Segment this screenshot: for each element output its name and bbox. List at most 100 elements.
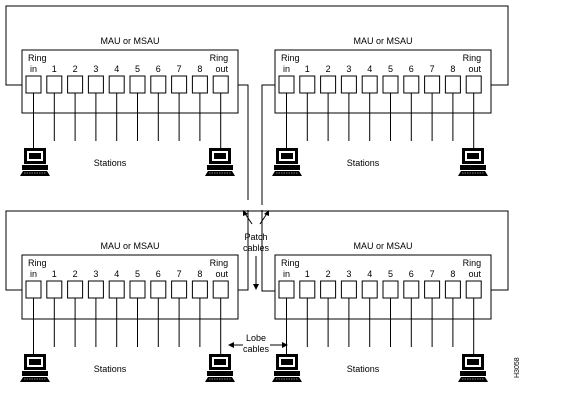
ring-out-port: [465, 75, 482, 94]
station-right-icon: [458, 148, 488, 176]
station-left-icon: [20, 354, 50, 382]
ring-in-label-bottom: in: [283, 64, 290, 74]
station-left-icon: [20, 148, 50, 176]
ring-out-port: [212, 280, 229, 299]
port-1: [46, 280, 63, 299]
screen-content-icon: [214, 359, 226, 365]
ring-in-label-bottom: in: [283, 269, 290, 279]
port-8: [444, 280, 461, 299]
ring-in-port: [278, 280, 295, 299]
port-2: [67, 280, 84, 299]
ring-out-label-top: Ring: [210, 258, 229, 268]
port-1: [299, 280, 316, 299]
port-5: [382, 280, 399, 299]
port-number-4: 4: [114, 64, 119, 74]
port-5: [382, 75, 399, 94]
ring-out-label-top: Ring: [463, 258, 482, 268]
keyboard-icon: [458, 377, 488, 382]
keyboard-icon: [205, 377, 235, 382]
port-1: [299, 75, 316, 94]
lobe-arrowhead-right: [282, 342, 288, 348]
port-5: [129, 280, 146, 299]
keyboard-icon: [205, 171, 235, 176]
port-number-1: 1: [52, 64, 57, 74]
stations-label: Stations: [94, 364, 127, 374]
port-number-6: 6: [409, 64, 414, 74]
port-3: [87, 75, 104, 94]
ring-out-label-top: Ring: [210, 53, 229, 63]
lobe-cables-callout: Lobe cables: [228, 333, 288, 354]
patch-cables-line1: Patch: [244, 232, 267, 242]
base-unit-icon: [207, 165, 233, 170]
port-number-7: 7: [177, 64, 182, 74]
base-unit-icon: [460, 165, 486, 170]
ring-out-label-bottom: out: [215, 269, 228, 279]
port-8: [444, 75, 461, 94]
port-3: [340, 75, 357, 94]
port-number-2: 2: [326, 269, 331, 279]
base-unit-icon: [22, 165, 48, 170]
port-number-3: 3: [93, 269, 98, 279]
lobe-arrowhead-left: [228, 342, 234, 348]
screen-content-icon: [214, 153, 226, 159]
patch-cables-callout: Patch cables: [243, 210, 270, 290]
port-number-2: 2: [326, 64, 331, 74]
mau-title: MAU or MSAU: [353, 36, 412, 46]
stations-label: Stations: [94, 158, 127, 168]
port-2: [67, 75, 84, 94]
port-number-8: 8: [197, 269, 202, 279]
port-number-2: 2: [73, 64, 78, 74]
ring-out-label-bottom: out: [215, 64, 228, 74]
port-number-8: 8: [197, 64, 202, 74]
figure-id: H3058: [514, 357, 521, 378]
port-4: [361, 280, 378, 299]
patch-cables-line2: cables: [243, 243, 270, 253]
lobe-cables-line1: Lobe: [246, 333, 266, 343]
ring-out-label-bottom: out: [468, 64, 481, 74]
screen-content-icon: [467, 153, 479, 159]
station-right-icon: [458, 354, 488, 382]
port-3: [340, 280, 357, 299]
port-4: [361, 75, 378, 94]
port-number-2: 2: [73, 269, 78, 279]
base-unit-icon: [274, 371, 300, 376]
port-number-1: 1: [305, 269, 310, 279]
lobe-cables-line2: cables: [243, 344, 270, 354]
port-number-6: 6: [156, 269, 161, 279]
stations-label: Stations: [347, 364, 380, 374]
port-6: [150, 280, 167, 299]
port-7: [424, 280, 441, 299]
port-8: [191, 75, 208, 94]
port-number-3: 3: [346, 64, 351, 74]
port-number-4: 4: [367, 269, 372, 279]
port-7: [171, 280, 188, 299]
patch-arrowhead-down: [253, 284, 259, 290]
ring-in-port: [25, 280, 42, 299]
screen-content-icon: [467, 359, 479, 365]
port-number-3: 3: [346, 269, 351, 279]
screen-content-icon: [29, 359, 41, 365]
keyboard-icon: [20, 171, 50, 176]
mau-title: MAU or MSAU: [353, 241, 412, 251]
ring-in-label-top: Ring: [281, 53, 300, 63]
ring-in-label-top: Ring: [28, 53, 47, 63]
bottom-ring-trunk: [5, 210, 509, 291]
patch-cable-right-lower: [261, 210, 275, 292]
port-7: [171, 75, 188, 94]
ring-in-port: [25, 75, 42, 94]
port-number-7: 7: [430, 269, 435, 279]
port-8: [191, 280, 208, 299]
port-5: [129, 75, 146, 94]
port-4: [108, 75, 125, 94]
patch-arrowhead-right: [264, 210, 269, 216]
base-unit-icon: [274, 165, 300, 170]
port-number-4: 4: [114, 269, 119, 279]
port-number-4: 4: [367, 64, 372, 74]
ring-in-label-top: Ring: [281, 258, 300, 268]
patch-cable-right: [261, 84, 275, 205]
ring-in-label-bottom: in: [30, 269, 37, 279]
station-right-icon: [205, 148, 235, 176]
